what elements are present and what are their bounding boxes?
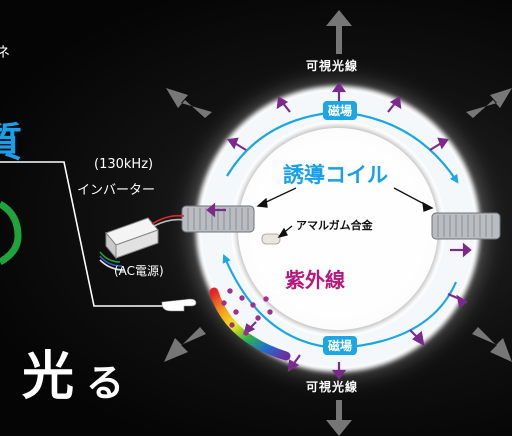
ray-bottom [326, 400, 352, 436]
glow-kana: る [86, 360, 125, 405]
inverter-label: インバーター [77, 183, 156, 198]
pointer-arrows [256, 187, 434, 239]
uv-dots [221, 288, 273, 336]
spectrum-band [209, 287, 291, 361]
ray-bottom-left [164, 327, 206, 362]
ray-top-right [466, 88, 512, 118]
light-rays [164, 10, 512, 436]
magnetic-field-label-top: 磁場 [323, 101, 358, 120]
ac-power-label: (AC電源) [114, 264, 164, 278]
amalgam-label: アマルガム合金 [296, 219, 373, 232]
leader-line [0, 161, 162, 307]
induction-coil-label: 誘導コイル [283, 163, 388, 187]
visible-light-label-bottom: 可視光線 [306, 380, 359, 394]
ray-top-left [166, 88, 212, 118]
visible-light-label-top: 可視光線 [306, 59, 359, 73]
coil-cap-left [181, 205, 255, 233]
cut-small-glyph: ネ [0, 45, 10, 61]
inverter-box [105, 217, 159, 260]
pointing-hand-icon [161, 298, 197, 312]
ultraviolet-label: 紫外線 [285, 268, 345, 292]
ray-bottom-right [472, 327, 512, 362]
glow-kanji: 光 [22, 346, 75, 407]
cut-blue-glyph: 質 [0, 120, 22, 166]
ray-top [326, 10, 352, 54]
coil-cap-right [431, 212, 501, 240]
lamp-center [238, 128, 438, 330]
amalgam-pellet [261, 233, 281, 245]
green-accent [0, 200, 22, 266]
magnetic-field-label-bottom: 磁場 [323, 336, 358, 355]
frequency-label: (130kHz) [94, 157, 154, 172]
uv-arrows [206, 82, 472, 380]
inverter-cables [99, 214, 185, 271]
